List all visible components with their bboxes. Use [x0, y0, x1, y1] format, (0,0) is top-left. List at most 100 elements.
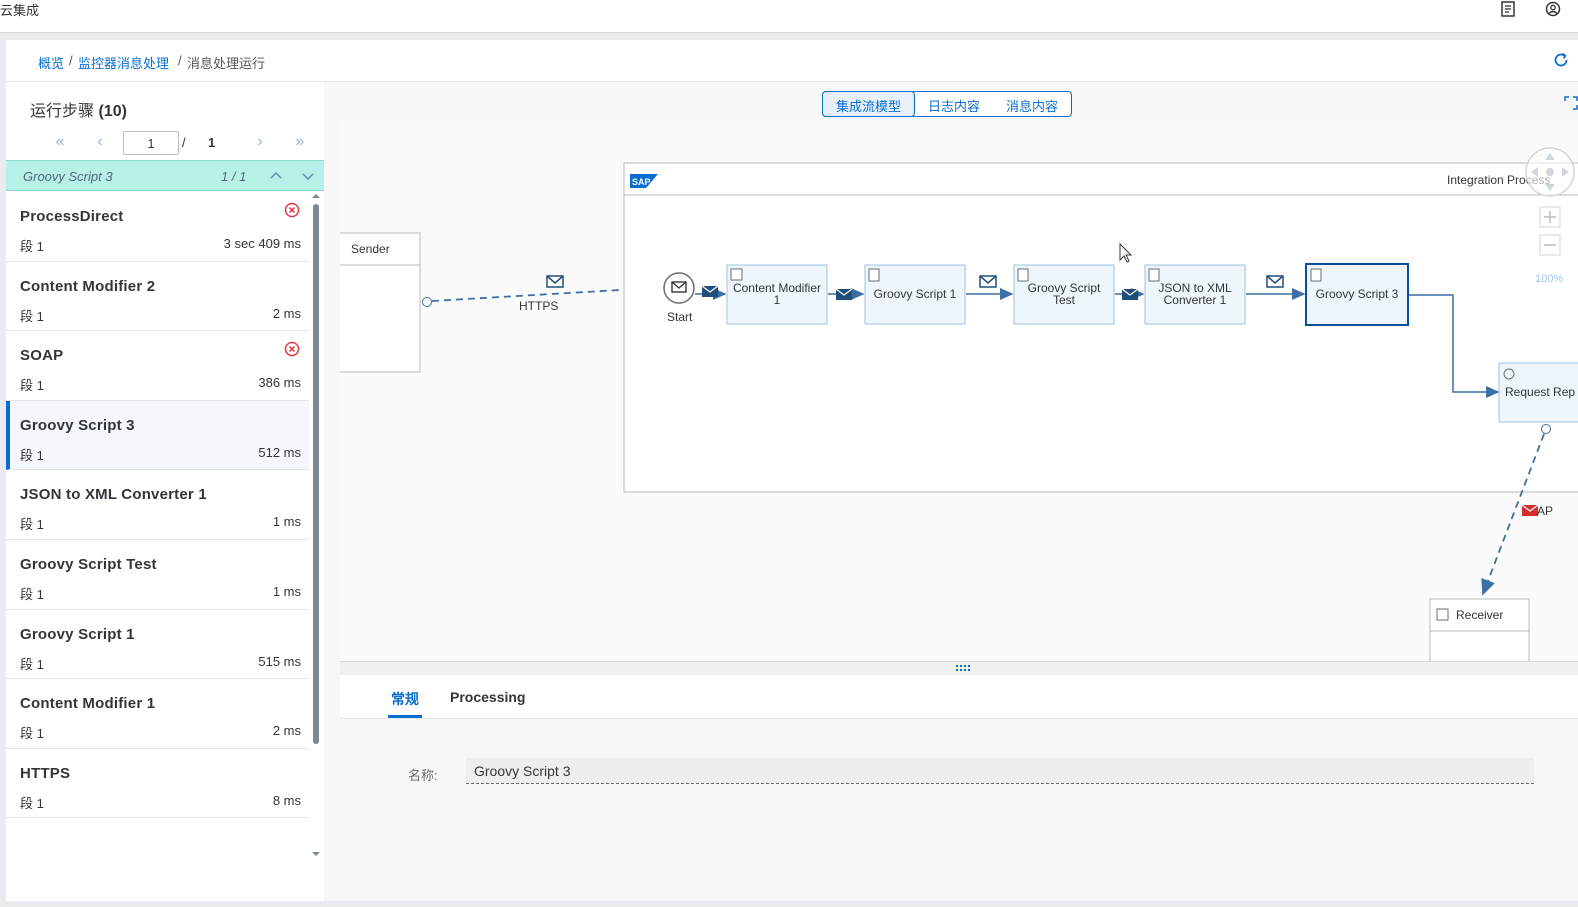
- https-label: HTTPS: [519, 299, 558, 313]
- list-item[interactable]: JSON to XML Converter 1 段 1 1 ms: [6, 470, 309, 540]
- process-title: Integration Process: [1447, 173, 1550, 187]
- page-total: 1: [208, 135, 216, 150]
- receiver-participant[interactable]: Receiver: [1429, 598, 1530, 661]
- scroll-up-icon[interactable]: [312, 192, 320, 200]
- zoom-out-icon[interactable]: [1539, 234, 1561, 256]
- fullscreen-icon[interactable]: [1564, 96, 1578, 110]
- sender-participant[interactable]: Sender: [340, 232, 421, 373]
- list-item[interactable]: Content Modifier 1 段 1 2 ms: [6, 679, 309, 749]
- active-tab-indicator: [388, 715, 422, 718]
- mouse-cursor-icon: [1119, 242, 1133, 263]
- envelope-icon: [701, 285, 719, 297]
- error-icon: [284, 341, 300, 357]
- step-segment: 段 1: [20, 656, 44, 672]
- next-page-icon[interactable]: ›: [257, 133, 263, 150]
- search-term: Groovy Script 3: [23, 169, 113, 184]
- step-name: Groovy Script 3: [20, 416, 135, 434]
- view-tabs-row: 集成流模型 日志内容 消息内容: [340, 82, 1578, 120]
- zoom-in-icon[interactable]: [1539, 206, 1561, 228]
- tab-log-content[interactable]: 日志内容: [928, 99, 981, 114]
- list-item[interactable]: ProcessDirect 段 1 3 sec 409 ms: [6, 192, 309, 262]
- scrollbar-thumb[interactable]: [313, 204, 319, 744]
- list-item[interactable]: HTTPS 段 1 8 ms: [6, 748, 309, 819]
- tab-integration-model[interactable]: 集成流模型: [822, 91, 916, 117]
- step-content-modifier-1[interactable]: Content Modifier 1: [726, 264, 828, 325]
- gear-icon: [1503, 368, 1515, 380]
- https-connection[interactable]: [431, 281, 656, 302]
- run-steps-list: ProcessDirect 段 1 3 sec 409 ms Content M…: [6, 192, 309, 857]
- notification-icon[interactable]: [1500, 1, 1516, 17]
- step-segment: 段 1: [20, 517, 44, 533]
- user-profile-icon[interactable]: [1545, 1, 1561, 17]
- tab-general[interactable]: 常规: [391, 691, 419, 707]
- panel-splitter[interactable]: [340, 661, 1578, 675]
- list-item[interactable]: Groovy Script 1 段 1 515 ms: [6, 609, 309, 680]
- step-request-reply[interactable]: Request Rep: [1498, 362, 1578, 423]
- breadcrumb-current: 消息处理运行: [187, 56, 266, 71]
- svg-text:Converter 1: Converter 1: [1164, 293, 1227, 307]
- search-result-bar[interactable]: Groovy Script 3 1 / 1: [6, 160, 324, 191]
- breadcrumb-overview[interactable]: 概览: [38, 56, 65, 71]
- refresh-icon[interactable]: [1552, 51, 1570, 69]
- list-item[interactable]: SOAP 段 1 386 ms: [6, 331, 309, 401]
- step-name: Content Modifier 2: [20, 277, 156, 295]
- top-bar: 云集成: [0, 0, 1578, 33]
- step-duration: 515 ms: [258, 653, 301, 669]
- previous-page-icon[interactable]: ‹: [97, 133, 103, 150]
- search-up-icon[interactable]: [270, 170, 282, 182]
- step-duration: 2 ms: [272, 305, 301, 321]
- last-page-icon[interactable]: »: [295, 133, 305, 150]
- content-modifier-icon: [730, 268, 743, 281]
- sender-label: Sender: [351, 242, 390, 256]
- step-duration: 3 sec 409 ms: [223, 236, 301, 251]
- run-steps-panel: 运行步骤 (10) « ‹ / 1 › » Groovy Script 3 1 …: [6, 82, 324, 901]
- list-item-selected[interactable]: Groovy Script 3 段 1 512 ms: [6, 400, 309, 471]
- scrollbar[interactable]: [312, 192, 320, 862]
- step-groovy-script-1[interactable]: Groovy Script 1: [864, 264, 966, 325]
- name-label: 名称:: [408, 768, 438, 783]
- step-segment: 段 1: [20, 726, 44, 742]
- connector-start-dot: [1541, 424, 1551, 434]
- step-name: Content Modifier 1: [20, 695, 156, 713]
- breadcrumb-monitor[interactable]: 监控器消息处理: [78, 56, 170, 71]
- script-icon: [868, 268, 880, 282]
- svg-text:Groovy Script: Groovy Script: [1028, 281, 1101, 295]
- connector-start-dot: [422, 297, 432, 307]
- tab-message-content[interactable]: 消息内容: [1006, 99, 1059, 114]
- step-segment: 段 1: [20, 308, 44, 324]
- step-name: JSON to XML Converter 1: [20, 486, 207, 504]
- list-item[interactable]: Groovy Script Test 段 1 1 ms: [6, 539, 309, 610]
- view-segmented-button: 集成流模型 日志内容 消息内容: [822, 91, 1073, 117]
- svg-text:JSON to XML: JSON to XML: [1158, 281, 1232, 295]
- script-icon: [1017, 268, 1029, 282]
- script-icon: [1310, 268, 1322, 282]
- step-segment: 段 1: [20, 795, 44, 811]
- error-icon: [284, 202, 300, 218]
- step-duration: 386 ms: [258, 375, 301, 391]
- pan-control[interactable]: [1525, 147, 1575, 197]
- drag-handle-icon[interactable]: [956, 664, 972, 672]
- step-groovy-script-3-selected[interactable]: Groovy Script 3: [1305, 263, 1409, 326]
- envelope-icon: [546, 275, 564, 288]
- first-page-icon[interactable]: «: [55, 133, 65, 150]
- page-input[interactable]: [123, 131, 179, 155]
- svg-text:1: 1: [774, 293, 781, 307]
- svg-text:Test: Test: [1053, 293, 1076, 307]
- soap-connection[interactable]: [1481, 433, 1545, 596]
- step-name: HTTPS: [20, 764, 71, 782]
- step-groovy-script-test[interactable]: Groovy Script Test: [1013, 264, 1115, 325]
- search-down-icon[interactable]: [302, 170, 314, 182]
- name-field: Groovy Script 3: [466, 758, 1534, 784]
- main-shell: 概览 / 监控器消息处理 / 消息处理运行 运行步骤 (10) « ‹ / 1 …: [6, 40, 1578, 901]
- step-duration: 1 ms: [272, 514, 301, 530]
- list-item[interactable]: Content Modifier 2 段 1 2 ms: [6, 261, 309, 332]
- step-name: Groovy Script 1: [20, 625, 135, 643]
- start-event[interactable]: Start: [663, 272, 695, 324]
- step-segment: 段 1: [20, 586, 44, 602]
- app-title: 云集成: [0, 3, 40, 18]
- integration-flow-canvas[interactable]: Sender HTTPS SAP Integration Process: [340, 120, 1578, 661]
- tab-processing[interactable]: Processing: [450, 689, 526, 705]
- step-json-to-xml-converter-1[interactable]: JSON to XML Converter 1: [1144, 264, 1246, 325]
- scroll-down-icon[interactable]: [312, 850, 320, 858]
- message-flow-arrows: [695, 288, 1500, 398]
